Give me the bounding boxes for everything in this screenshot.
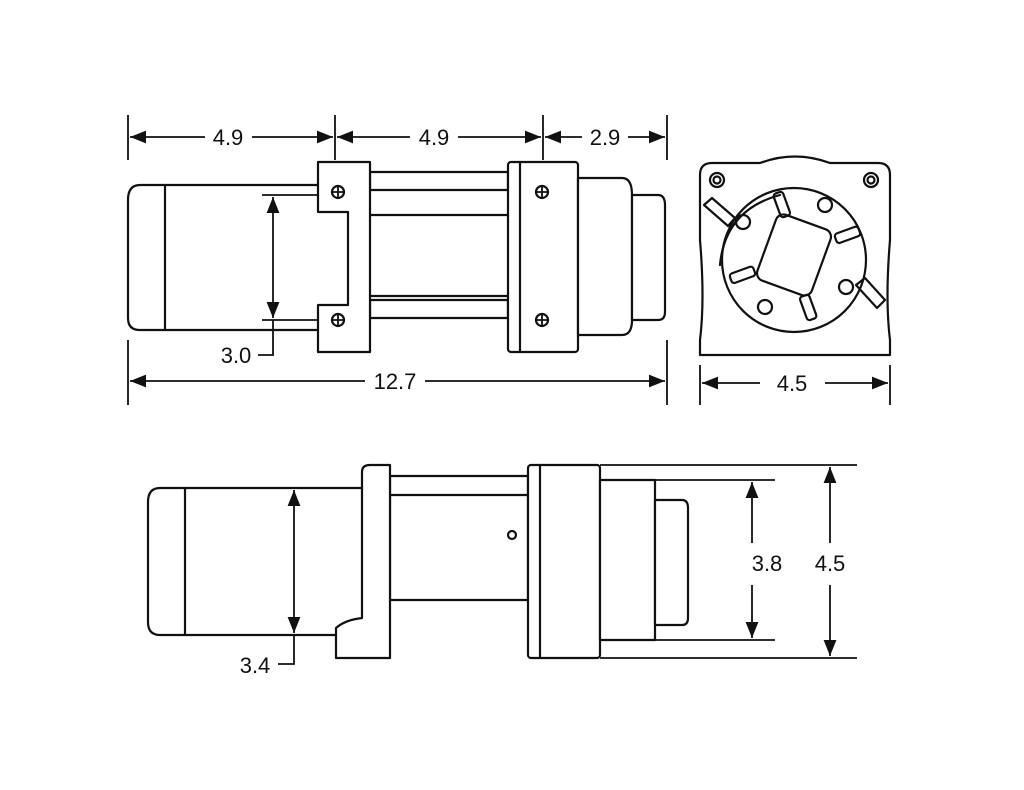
motor xyxy=(126,183,318,332)
end-view: 4.5 xyxy=(698,155,892,405)
bolt-icons xyxy=(330,184,550,328)
top-view: 4.9 4.9 2.9 3.0 12.7 xyxy=(126,115,668,405)
dim-motor-length: 4.9 xyxy=(213,125,244,150)
dim-overall-length: 12.7 xyxy=(374,369,417,394)
side-view: 3.4 3.8 4.5 xyxy=(146,463,857,678)
dim-motor-diameter: 3.4 xyxy=(240,653,271,678)
dim-drum-diameter: 3.8 xyxy=(752,551,783,576)
gear-housing xyxy=(576,176,634,337)
dim-drum-length: 2.9 xyxy=(590,125,621,150)
end-cap xyxy=(630,193,667,322)
dim-height: 4.5 xyxy=(815,551,846,576)
motor-bracket xyxy=(316,160,372,354)
tie-rod-top xyxy=(368,170,510,192)
dim-end-width: 4.5 xyxy=(777,371,808,396)
tie-rod-bottom xyxy=(368,298,510,320)
dim-bolt-spacing: 3.0 xyxy=(221,343,252,368)
dim-mid-length: 4.9 xyxy=(419,125,450,150)
